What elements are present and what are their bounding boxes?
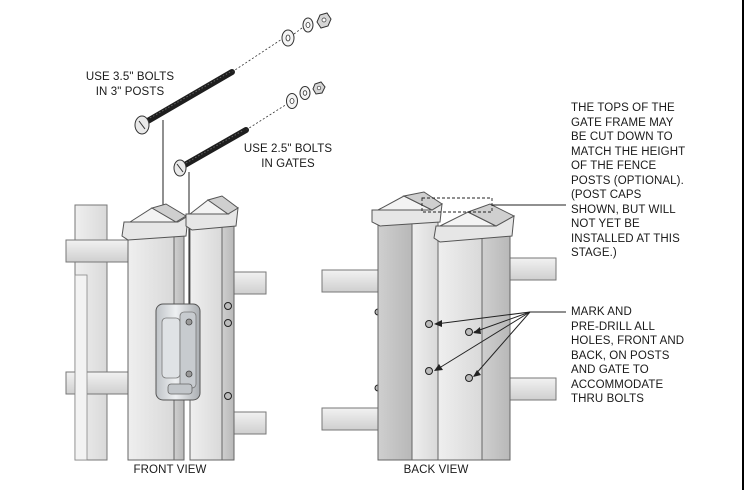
arrow-head-icon [434,320,481,377]
drill-note-line: THRU BOLTS [571,393,644,405]
tops-note-line: NOT YET BE [571,218,640,230]
bolt-head-icon [224,302,232,400]
tops-note-line: OF THE FENCE [571,160,657,172]
drill-note-line: ACCOMMODATE [571,378,664,391]
tops-note-line: GATE FRAME MAY [571,116,674,129]
hinge-icon [155,303,201,401]
drill-note: MARK AND PRE-DRILL ALL HOLES, FRONT AND … [571,305,731,407]
back-view-caption: BACK VIEW [403,464,469,476]
tops-note-line: MATCH THE HEIGHT [571,145,686,158]
tops-note-line: SHOWN, BUT WILL [571,203,676,216]
drill-note-line: HOLES, FRONT AND [571,335,685,347]
tops-note-line: POSTS (OPTIONAL). [571,174,684,187]
back-view-drawing [321,191,566,461]
front-view-caption: FRONT VIEW [133,464,207,476]
drill-note-line: BACK, ON POSTS [571,349,670,362]
tops-note-line: THE TOPS OF THE [571,102,675,114]
bolt-posts-label: USE 3.5" BOLTS IN 3" POSTS [70,70,190,99]
drill-hole-icon [425,320,473,382]
washer-nut-set-upper [281,12,332,47]
washer-nut-set-lower [286,81,326,109]
page-edge-border [742,0,744,490]
bolt-gates-label-line2: IN GATES [261,157,315,170]
bolt-gates-label: USE 2.5" BOLTS IN GATES [228,142,348,171]
drill-note-line: PRE-DRILL ALL [571,320,655,333]
bolt-gates-label-line1: USE 2.5" BOLTS [243,143,333,155]
tops-note-line: INSTALLED AT THIS [571,232,680,245]
front-view-drawing [65,195,267,461]
long-bolt-3-5-inch [134,38,283,135]
short-bolt-2-5-inch [173,103,288,177]
tops-note-line: BE CUT DOWN TO [571,131,673,143]
drill-note-line: AND GATE TO [571,364,649,376]
bolt-posts-label-line2: IN 3" POSTS [95,85,165,98]
tops-note-line: (POST CAPS [571,189,642,201]
tops-note-line: STAGE.) [571,247,617,259]
drill-note-line: MARK AND [571,306,632,318]
bolt-posts-label-line1: USE 3.5" BOLTS [85,71,175,83]
tops-note: THE TOPS OF THE GATE FRAME MAY BE CUT DO… [571,101,731,261]
pointer-lines-drill [435,311,566,377]
